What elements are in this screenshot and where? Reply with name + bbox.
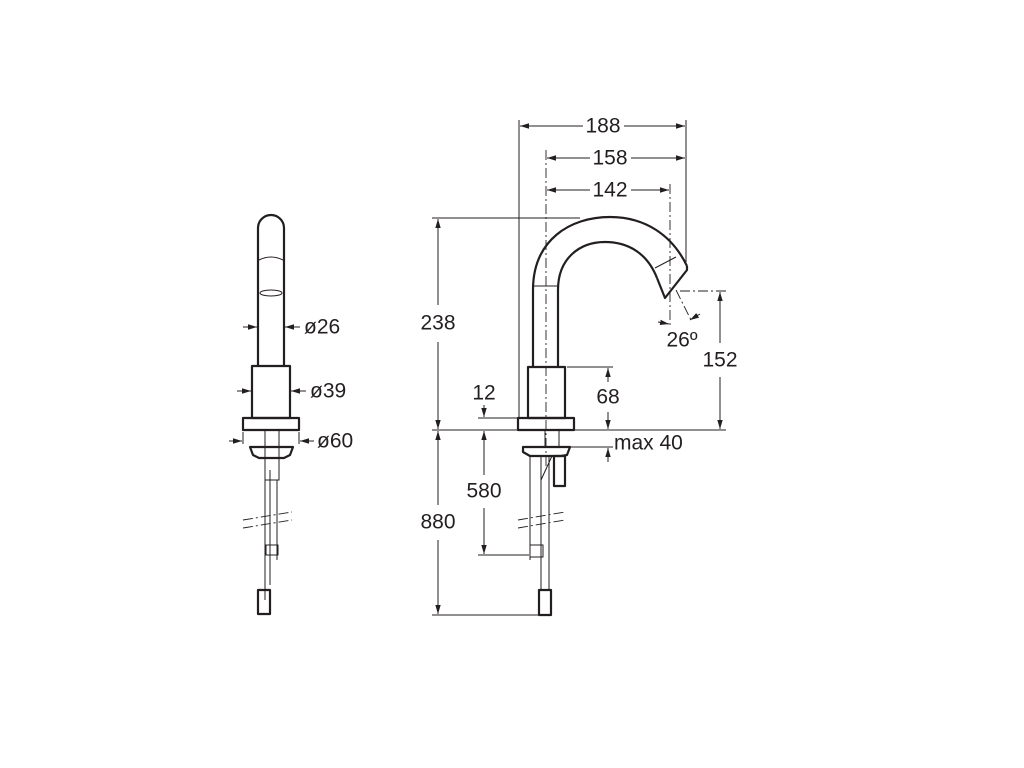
dim-hose-length-long: 880 [420,511,455,534]
dim-hose-length-short: 580 [466,480,501,503]
fixing-nut [521,445,572,458]
spout-outer [531,215,688,367]
base-plate [241,416,301,432]
dim-arrow [689,313,701,321]
hose-connector-upper [529,544,544,558]
dim-height-total: 238 [420,312,455,335]
dim-spout-diameter: ø26 [304,316,340,339]
dim-reach-total: 188 [585,115,620,138]
spout-tube [256,213,286,365]
hose-connector-lower [537,588,553,617]
dim-reach-spout: 158 [592,147,627,170]
dim-outlet-height: 152 [702,349,737,372]
fixing-nut [248,445,295,460]
side-inlet [552,454,567,488]
hoses [264,470,278,600]
hoses [529,455,553,590]
dim-arrow [657,319,670,326]
spout-tip [655,266,689,300]
dim-reach-center: 142 [592,179,627,202]
dim-body-height: 68 [596,386,619,409]
dim-base-thickness: 12 [472,382,495,405]
dim-body-diameter: ø39 [310,380,346,403]
body [250,364,292,420]
hose-connector-upper [265,544,279,556]
body [526,365,567,420]
threaded-rod [544,429,560,448]
break-line [517,511,566,529]
spout-seam [654,256,677,269]
hose-connector-lower [256,588,272,616]
angle-line [675,289,693,323]
break-line [242,511,293,529]
dim-base-diameter: ø60 [317,430,353,453]
threaded-rod [264,429,280,481]
side-view: ø26 ø39 ø60 [229,213,353,616]
dim-spout-angle: 26º [666,329,697,352]
spout-inner [556,240,659,367]
dim-max-counter-thickness: max 40 [614,432,683,455]
aerator [259,289,283,297]
front-view: 188 158 142 238 880 12 580 68 max 40 15 [420,115,738,617]
spout-aerator-line [258,256,284,261]
